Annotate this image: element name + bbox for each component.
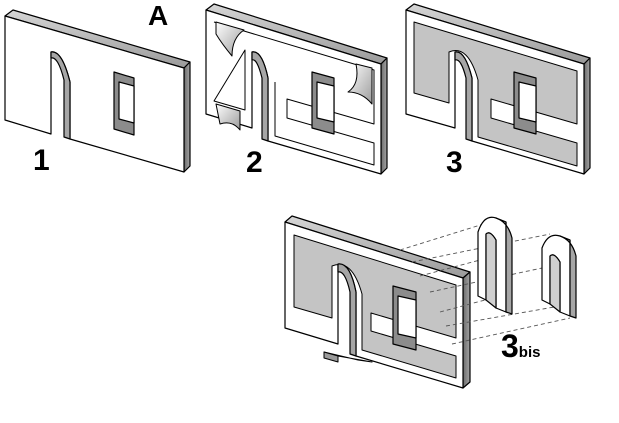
wall-3-window-pane — [518, 81, 537, 123]
wall-3-side — [583, 57, 591, 175]
wall-3 — [405, 3, 591, 175]
wall-2 — [205, 3, 388, 175]
wall-2-peel-top-left — [215, 21, 245, 57]
panel-label-2: 2 — [246, 146, 263, 179]
wall-3bis-window-pane — [397, 295, 417, 339]
arch-piece-door — [477, 216, 513, 315]
wall-2-peel-bottom-left — [215, 103, 241, 131]
panel-label-3bis-sub: bis — [518, 344, 541, 361]
figure-title: A — [148, 0, 169, 31]
wall-2-window-pane — [316, 81, 335, 123]
wall-2-peel-top-right — [347, 63, 373, 105]
wall-3bis-shaded-panel — [293, 234, 457, 379]
panel-label-3bis: 3bis — [501, 330, 540, 362]
arch-piece-window — [541, 234, 577, 319]
floor-tile-edge — [323, 351, 339, 363]
wall-3bis — [284, 215, 471, 389]
wall-2-side — [380, 57, 388, 175]
wall-1-side — [183, 61, 191, 173]
panel-label-3bis-main: 3 — [501, 328, 519, 364]
wall-3-arch-reveal — [454, 51, 473, 142]
wall-1-window-pane — [118, 81, 135, 124]
wall-3bis-side — [462, 271, 471, 389]
wall-1-arch-reveal — [50, 51, 71, 140]
panel-label-1: 1 — [33, 144, 50, 177]
wall-3bis-arch-reveal — [337, 263, 357, 357]
wall-2-arch-reveal — [251, 51, 269, 142]
wall-1 — [4, 9, 191, 173]
wall-3-shaded-panel — [413, 21, 578, 167]
wall-2-inner-frame — [213, 21, 375, 166]
panel-label-3: 3 — [446, 146, 463, 179]
